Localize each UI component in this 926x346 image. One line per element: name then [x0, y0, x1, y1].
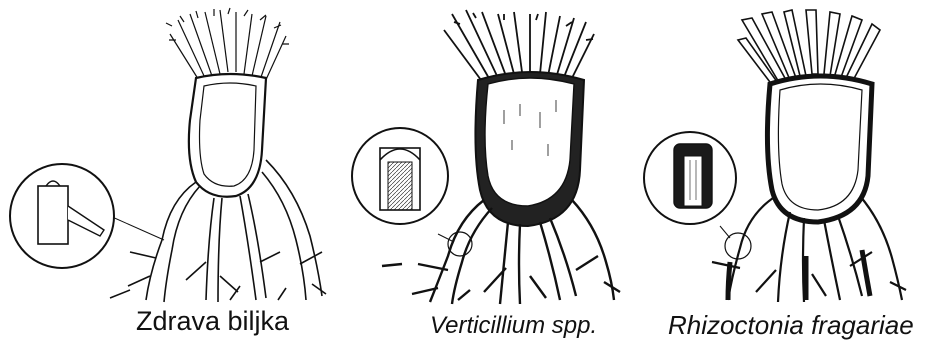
panel-rhizoctonia: [644, 10, 906, 302]
verticillium-root-inset: [352, 128, 448, 224]
caption-rhizoctonia: Rhizoctonia fragariae: [668, 310, 914, 341]
panel-verticillium: [352, 10, 620, 304]
rhizoctonia-root-inset: [644, 132, 736, 224]
inset-pointer: [110, 216, 164, 240]
panel-healthy-plant: [10, 8, 326, 302]
crown: [778, 84, 862, 210]
caption-healthy-plant: Zdrava biljka: [136, 306, 289, 337]
healthy-root-inset: [10, 164, 114, 268]
caption-verticillium: Verticillium spp.: [430, 312, 597, 340]
inset-pointer: [720, 226, 730, 238]
dark-root-lesions: [728, 250, 870, 300]
crown: [485, 78, 574, 206]
leaf-bases: [166, 8, 289, 84]
